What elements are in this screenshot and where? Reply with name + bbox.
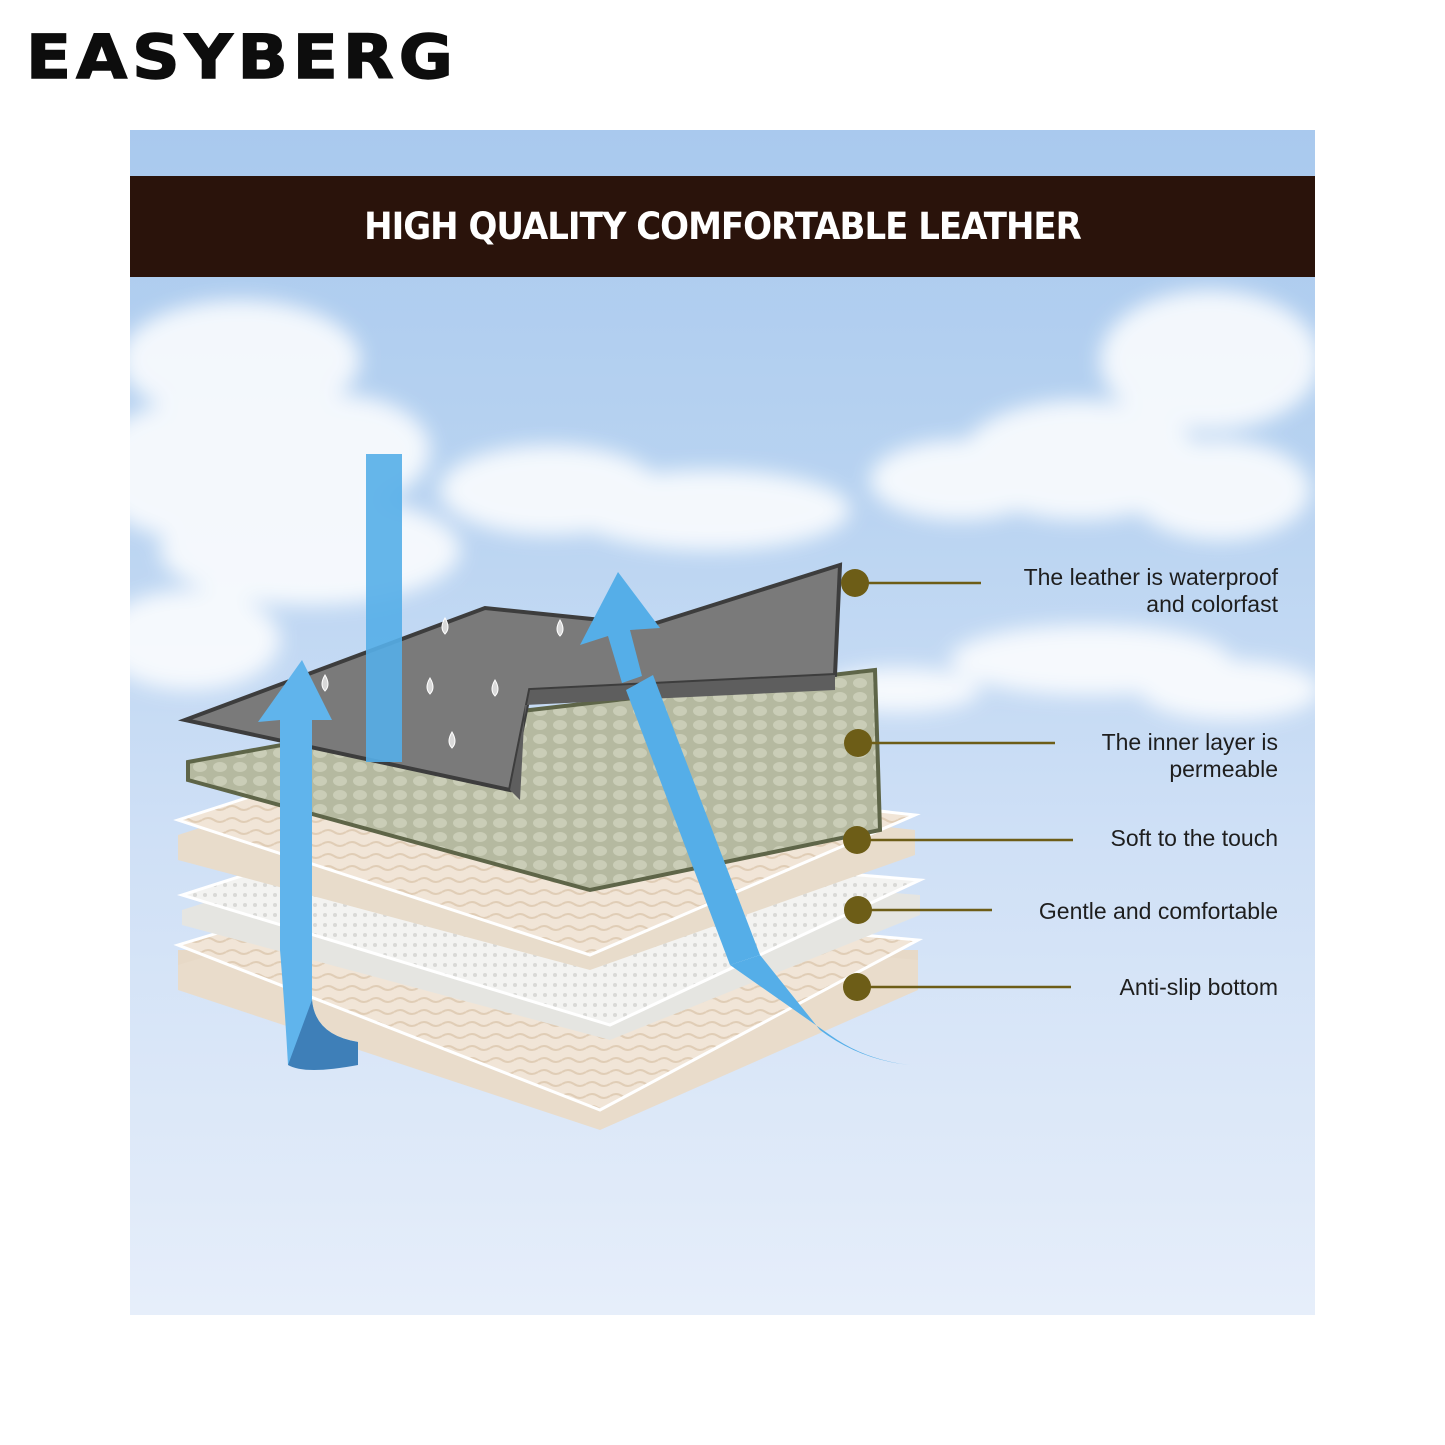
feature-anti-slip: Anti-slip bottom	[1119, 974, 1278, 1000]
feature-waterproof: The leather is waterproof and colorfast	[1023, 564, 1278, 617]
dot-marker-icon	[841, 569, 869, 597]
feature-gentle: Gentle and comfortable	[1038, 898, 1278, 924]
air-up-arrow-icon	[258, 660, 358, 1065]
air-diagonal-arrow-icon	[580, 572, 660, 683]
waterproof-leather-layer	[177, 562, 843, 800]
brand-logo: EASYBERG	[25, 21, 458, 93]
airflow-arrows	[258, 454, 910, 1070]
dot-marker-icon	[843, 826, 871, 854]
feature-leaders	[841, 569, 1073, 1001]
leather-layers-illustration	[173, 454, 1073, 1130]
dot-marker-icon	[843, 973, 871, 1001]
header-banner: HIGH QUALITY COMFORTABLE LEATHER	[130, 176, 1315, 277]
feature-permeable: The inner layer is permeable	[1101, 729, 1278, 782]
dot-marker-icon	[844, 896, 872, 924]
product-feature-panel: HIGH QUALITY COMFORTABLE LEATHER	[130, 130, 1315, 1315]
banner-title: HIGH QUALITY COMFORTABLE LEATHER	[364, 204, 1082, 249]
dot-marker-icon	[844, 729, 872, 757]
feature-soft: Soft to the touch	[1110, 825, 1278, 851]
water-down-arrow-icon	[366, 454, 402, 762]
